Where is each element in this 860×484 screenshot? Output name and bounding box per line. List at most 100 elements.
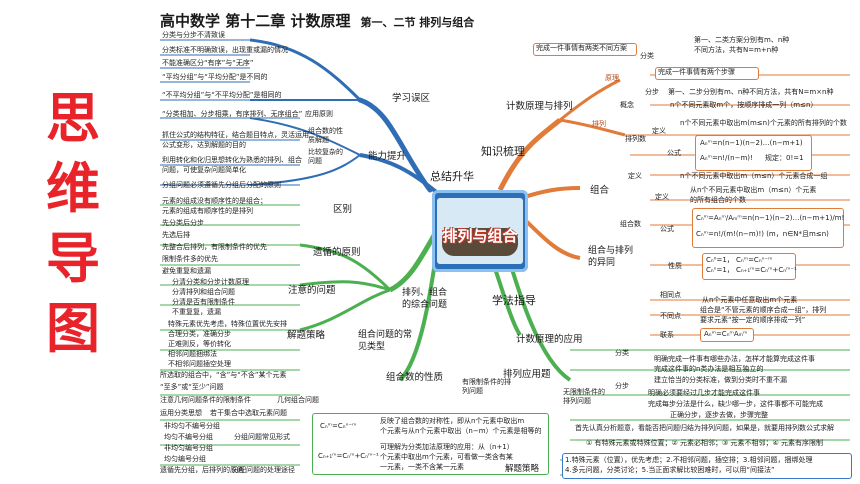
- perm-formula-2: Aₙᵐ=n!/(n−m)!: [700, 154, 753, 162]
- nature-text-3: 可理解为分类加法原理的应用：从（n+1）: [380, 443, 514, 451]
- attention-item: 分清是否有限制条件: [172, 298, 235, 306]
- common-item: 注意几何问题条件的限制条件: [160, 396, 251, 404]
- section-subtitle: 第一、二节 排列与组合: [360, 16, 475, 29]
- nature-formula-2: Cₙ₊₁ᵐ=Cₙᵐ+Cₙᵐ⁻¹: [318, 452, 379, 460]
- topic-attention: 注意的问题: [288, 285, 336, 296]
- difference-item-1: 元素的组成没有顺序性的是组合；: [162, 197, 267, 205]
- perm-formula: 公式: [667, 149, 681, 157]
- app-methods: ① 有特殊元素或特殊位置；② 元素必相邻；③ 元素不相邻；④ 元素有序限制: [586, 439, 824, 447]
- topic-method: 学法指导: [492, 294, 536, 307]
- perm-formula-note: 规定：0!=1: [765, 154, 804, 162]
- app-first: 首先认真分析题意，看能否把问题归结为排列问题，如果是，就要用排列数公式求解: [575, 424, 834, 432]
- perm-cat: 排列: [592, 120, 606, 128]
- learn-item: 分类标准不明确致误，出现重或漏的情况: [162, 46, 288, 54]
- comb-prop-1: Cₙ⁰=1， Cₙᵐ=Cₙⁿ⁻ᵐ: [706, 256, 773, 264]
- principle-fenlei-text-2: 第一、二类方案分别有m、n种: [694, 36, 790, 44]
- topic-difference: 区别: [333, 204, 353, 215]
- common-item: 若干集合中选取元素问题: [210, 409, 287, 417]
- principle-fenbu-text-1: 完成一件事情有两个步骤: [658, 68, 735, 76]
- pc-diff: 不同点: [660, 312, 681, 320]
- perm-concept: 概念: [620, 101, 634, 109]
- side-title-1: 思: [46, 87, 100, 150]
- ability: 能力提升: [368, 151, 407, 162]
- perm-formula-1: Aₙᵐ=n(n−1)(n−2)…(n−m+1): [700, 139, 803, 147]
- nested-item: 先选后排: [162, 231, 190, 239]
- principle-fenbu: 分步: [645, 88, 659, 96]
- app-fenbu-text-2: 明确必须要经过几步才能完成这件事: [648, 389, 760, 397]
- principle-fenlei-text-1: 完成一件事情有两类不同方案: [536, 44, 627, 52]
- app-solve-text-2: 4.多元问题，分类讨论；5.当正面求解比较困难时，可以用“间接法”: [565, 466, 775, 474]
- app-fenbu-text-3: 完成每步分法是什么，缺少哪一步，这件事都不可能完成: [648, 400, 823, 408]
- common-item: 分配问题的处理途径: [232, 466, 295, 474]
- nested-item: 先整合后排列，有限制条件的优先: [162, 243, 267, 251]
- topic-summary: 总结升华: [430, 170, 474, 183]
- comb-formula-2: Cₙᵐ=n!/(m!(n−m)!) (m，n∈N*且m≤n): [696, 230, 829, 238]
- app-solve-text: 1.特殊元素（位置），优先考虑；2.不相邻问题，插空排；3.相邻问题，捆绑处理: [565, 456, 813, 464]
- attention-item: 不重复复，遗漏: [172, 308, 221, 316]
- nature-formula-1: Cₙᵐ=Cₙⁿ⁻ᵐ: [320, 422, 357, 430]
- pc-link: 联系: [660, 331, 674, 339]
- learn-item: 分类与分步不清致误: [162, 31, 225, 39]
- ability-prop-text-1: 抓住公式的结构特征，结合题目特点，灵活运用: [162, 131, 309, 139]
- side-title-4: 图: [46, 297, 100, 360]
- perm-def: 定义: [652, 127, 666, 135]
- common-item: 均匀编号分组: [164, 455, 206, 463]
- common-item: 几何组合问题: [277, 396, 319, 404]
- topic-pc-problems: 排列、组合的综合问题: [402, 288, 448, 310]
- app-restricted: 有限制条件的排列问题: [462, 378, 511, 395]
- nature-text-1: 反映了组合数的对称性，即从n个元素中取出m: [380, 417, 525, 425]
- principle-fenbu-text-2: 第一、二步分别有m、n种不同方法，共有N=m×n种: [668, 88, 834, 96]
- ability-prop-text-2: 公式变形，达到解题的目的: [162, 141, 246, 149]
- ability-prop-label: 组合数的性质解题: [308, 127, 343, 144]
- comb-prop: 性质: [668, 262, 682, 270]
- topic-perm-app: 排列应用题: [503, 369, 551, 380]
- center-badge: 排列与组合: [432, 190, 528, 272]
- center-badge-text: 排列与组合: [442, 227, 518, 245]
- strategy-item: 不相邻问题插空处理: [168, 360, 231, 368]
- learn-item: 不能准确区分“有序”与“无序”: [162, 59, 254, 67]
- app-fenlei-text-1: 明确完成一件事有哪些办法，怎样才能算完成这件事: [654, 355, 815, 363]
- nature-text-4: 个元素中取出m个元素，可看做一类含有某: [380, 453, 513, 461]
- comb-def-text: n个不同元素中取出m（m≤n）个元素合成一组: [680, 172, 828, 180]
- nested-item: 先分类后分步: [162, 219, 204, 227]
- strategy-item: 正难则反，等价转化: [168, 340, 231, 348]
- ability-compare-label: 比较复杂的问题: [308, 148, 343, 165]
- side-title-2: 维: [46, 157, 100, 220]
- topic-app-counting: 计数原理的应用: [516, 334, 583, 345]
- common-item: 遗循先分组，后排列的原则: [160, 466, 244, 474]
- app-fenbu-text-1: 建立恰当的分类标准，做到分类时不重不漏: [654, 376, 787, 384]
- comb-prop-2: Cₙⁿ=1， Cₙ₊₁ᵐ=Cₙᵐ+Cₙᵐ⁻¹: [706, 266, 797, 274]
- common-item: 非均匀不编号分组: [164, 422, 220, 430]
- comb-count-def-2: 的所有组合的个数: [690, 196, 746, 204]
- topic-combination: 组合: [590, 185, 610, 196]
- app-fenlei: 分类: [615, 349, 629, 357]
- app-fenbu-text-4: 正确分步，逐步去做，步骤完整: [670, 411, 768, 419]
- learn-item: “平均分组”与“平均分配”是不同的: [162, 73, 268, 81]
- comb-count: 组合数: [620, 220, 641, 228]
- common-item: 分组问题常见形式: [234, 433, 290, 441]
- ability-compare-text-2: 问题，可使复杂问题简单化: [162, 166, 246, 174]
- nature-text-5: 一元素，一类不含某一元素: [380, 463, 464, 471]
- ability-group: 分组问题必须遵循先分组后分配的原则: [162, 181, 281, 189]
- comb-formula-1: Cₙᵐ=Aₙᵐ/Aₘᵐ=n(n−1)(n−2)…(n−m+1)/m!: [696, 214, 845, 222]
- principle-fenlei: 分类: [640, 52, 654, 60]
- perm-def-text: n个不同元素中取出m(m≤n)个元素的所有排列的个数: [680, 119, 847, 127]
- common-item: 非均匀编号分组: [164, 444, 213, 452]
- pc-link-formula: Aₙᵐ=CₙᵐAₘᵐ: [704, 330, 748, 338]
- principle-cat: 原理: [605, 74, 619, 82]
- app-unrestricted: 无限制条件的排列问题: [563, 388, 605, 405]
- topic-strategy: 解题策略: [287, 330, 326, 341]
- pc-same-text: 从n个元素中任意取出m个元素: [702, 296, 798, 304]
- principle-fenlei-text-3: 不同方法，共有N=m+n种: [694, 46, 779, 54]
- nature-text-2: 个元素与从n个元素中取出（n−m）个元素是相等的: [380, 427, 542, 435]
- pc-diff-text-2: 要求元素“按一定的顺序排成一列”: [700, 316, 806, 324]
- pc-diff-text-1: 组合是“不管元素的顺序合成一组”，排列: [700, 306, 827, 314]
- page-title: 高中数学 第十二章 计数原理第一、二节 排列与组合: [160, 10, 474, 31]
- common-item: 运用分类思想: [160, 409, 202, 417]
- nested-item: 避免重复和遗漏: [162, 267, 211, 275]
- ability-use-text: “分类相加、分步相乘，有序排列、无序组合”: [162, 110, 303, 118]
- learn-item: “不平均分组”与“不平均分配”是相同的: [162, 91, 282, 99]
- topic-pc-common: 组合问题的常见类型: [358, 330, 413, 352]
- app-fenlei-text-2: 完成这件事的n类办法是相互独立的: [654, 365, 764, 373]
- comb-formula: 公式: [660, 225, 674, 233]
